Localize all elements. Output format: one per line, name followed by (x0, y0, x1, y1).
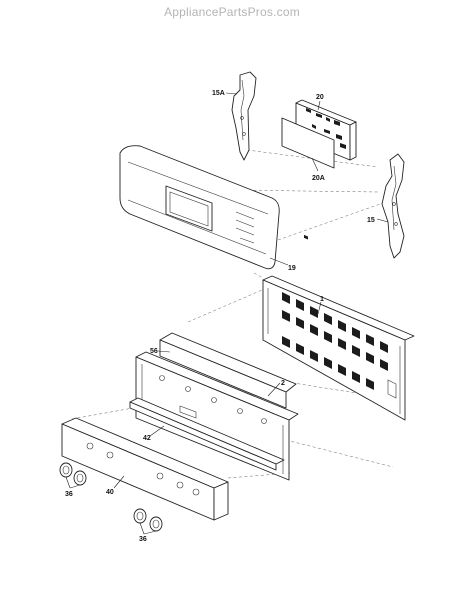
callout-1: 1 (320, 296, 324, 303)
part-15a-left-bracket (231, 71, 257, 161)
part-40-manifold-cover (61, 417, 229, 521)
callout-42: 42 (143, 435, 151, 442)
callout-15a: 15A (212, 90, 225, 97)
part-20a-overlay (281, 117, 335, 169)
callout-20a: 20A (312, 175, 325, 182)
part-36-knobs-left (59, 462, 87, 486)
part-20-control-board (295, 99, 357, 240)
vent-slots (282, 292, 388, 390)
part-42-lower-strip (129, 397, 285, 471)
leader-lines (65, 92, 389, 535)
callout-40: 40 (106, 489, 114, 496)
part-15-right-bracket (381, 153, 405, 259)
part-36-knobs-right (133, 508, 163, 532)
callout-56: 56 (150, 348, 158, 355)
callout-15: 15 (367, 217, 375, 224)
part-56-trim (159, 332, 297, 409)
callout-36-right: 36 (139, 536, 147, 543)
callout-labels: 15A 20 20A 15 19 1 56 2 42 40 36 36 (65, 90, 375, 543)
watermark: AppliancePartsPros.com (164, 5, 300, 19)
callout-19: 19 (288, 265, 296, 272)
callout-20: 20 (316, 94, 324, 101)
part-19-control-panel (119, 145, 280, 270)
callout-2: 2 (281, 380, 285, 387)
callout-36-left: 36 (65, 491, 73, 498)
part-1-back-panel (262, 275, 415, 421)
